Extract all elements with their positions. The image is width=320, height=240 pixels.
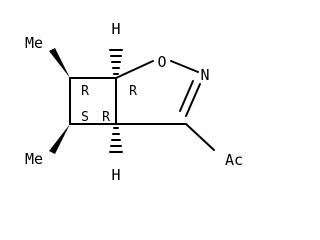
bond-n-c5 (185, 83, 201, 117)
hash-bond-bottom-h (109, 127, 123, 153)
stereo-label-c4: R (102, 110, 110, 125)
atom-oxygen: O (157, 53, 166, 71)
molecule-structure: H H O N Me Me Ac R R S R (25, 20, 243, 184)
hash-bond-top-h (109, 49, 123, 75)
wedge-bond-top-methyl (49, 48, 70, 78)
stereo-label-c1: R (81, 84, 89, 99)
bond-c2-o (115, 60, 154, 79)
atom-h-top: H (111, 20, 120, 38)
bond-o-n (170, 60, 199, 73)
label-methyl-bottom: Me (25, 150, 43, 168)
label-methyl-top: Me (25, 34, 43, 52)
stereo-label-c2: R (129, 84, 137, 99)
atom-nitrogen: N (200, 66, 209, 84)
stereo-label-c3: S (81, 110, 89, 125)
atom-h-bottom: H (111, 166, 120, 184)
bond-c5-acetyl (185, 123, 215, 151)
bond-n-c5-double (179, 80, 194, 112)
label-acetyl: Ac (225, 151, 243, 169)
wedge-bond-bottom-methyl (49, 124, 70, 154)
